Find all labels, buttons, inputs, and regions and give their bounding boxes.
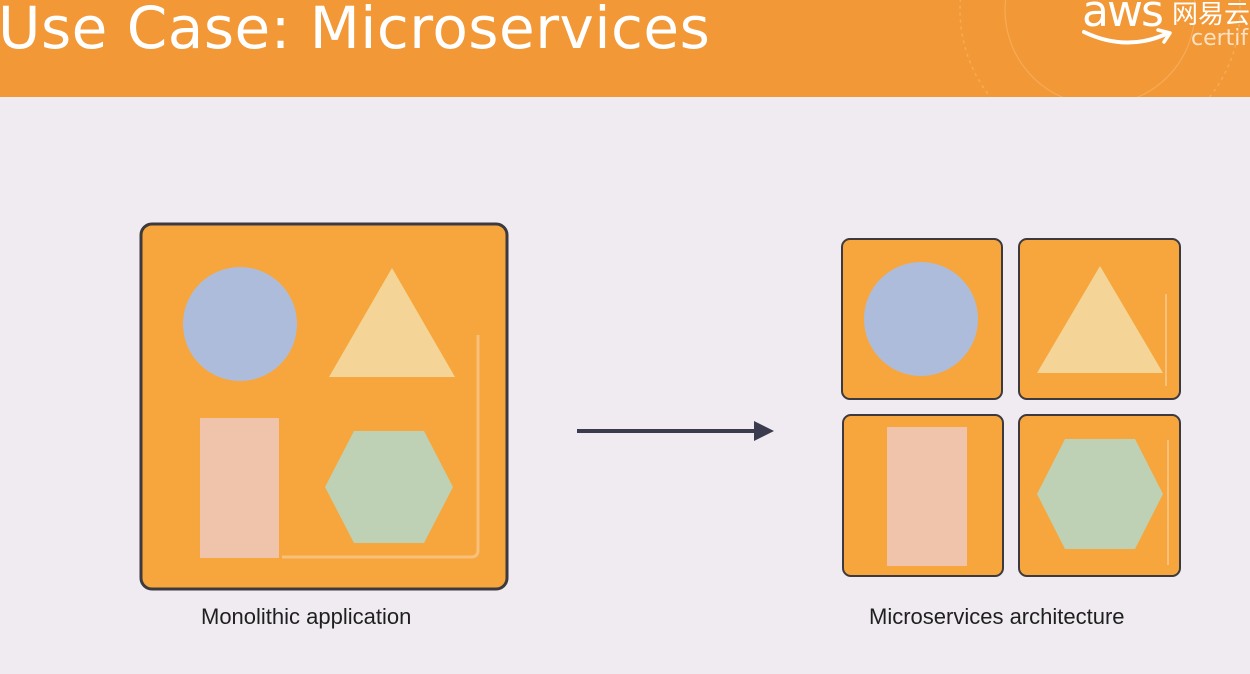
monolith-triangle [329,268,455,377]
service-triangle-tile [1018,238,1181,400]
service-rectangle [887,427,967,566]
microservices-caption: Microservices architecture [869,604,1125,629]
logo-overlay-text: 网易云 [1172,0,1250,30]
monolith-box [139,222,509,591]
monolith-circle [183,267,297,381]
monolith-caption: Monolithic application [201,604,412,629]
logo-brand-text: aws [1082,0,1164,37]
service-triangle [1037,266,1163,373]
service-rectangle-tile [842,414,1004,577]
right-arrow-icon [577,421,774,441]
header-bar: Use Case: Microservices aws 网易云 certif [0,0,1250,97]
microservices-group [841,238,1181,577]
monolith-hexagon [325,431,453,543]
page-title: Use Case: Microservices [0,0,711,62]
service-circle [864,262,978,376]
aws-smile-icon [1082,28,1172,45]
monolith-inner-border [282,335,480,559]
header-decoration [959,0,1241,97]
monolith-group [139,222,509,591]
service-circle-tile [841,238,1003,400]
logo-sub-text: certif [1191,26,1249,51]
service-hexagon-tile [1018,414,1181,577]
monolith-rectangle [200,418,279,558]
aws-logo: aws 网易云 certif [1078,0,1250,64]
service-hexagon [1037,439,1163,549]
